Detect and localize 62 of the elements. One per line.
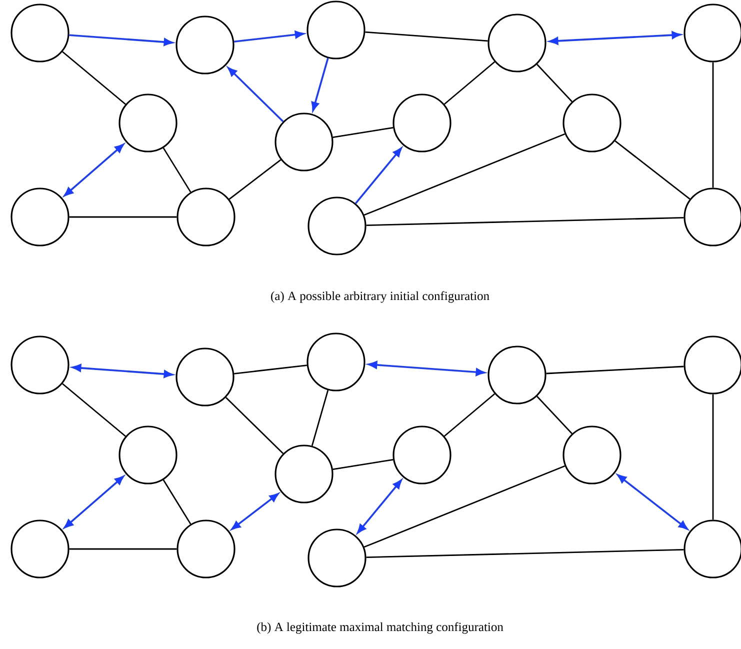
connecting-line — [225, 397, 284, 454]
caption: (a) A possible arbitrary initial configuration — [271, 291, 490, 303]
connecting-line — [62, 51, 126, 105]
circle-node — [118, 426, 178, 484]
connecting-line — [614, 140, 690, 200]
connecting-line — [69, 216, 177, 218]
arrow — [64, 476, 124, 528]
circle-node — [392, 426, 452, 484]
circle-node — [176, 188, 236, 246]
connecting-line — [365, 31, 488, 42]
circle-node — [176, 348, 234, 406]
arrow — [234, 30, 304, 43]
arrow — [72, 364, 173, 378]
connecting-line — [311, 390, 329, 446]
arrow — [357, 480, 402, 534]
arrow — [617, 474, 688, 530]
circle-node — [306, 332, 366, 392]
circle-node — [118, 94, 178, 152]
connecting-line — [364, 465, 566, 548]
circle-node — [176, 16, 234, 74]
connecting-line — [62, 383, 126, 437]
connecting-line — [364, 133, 566, 216]
connecting-line — [332, 458, 394, 470]
circle-node — [274, 112, 334, 172]
circle-node — [488, 14, 546, 72]
circle-node — [308, 196, 366, 256]
arrow — [64, 144, 124, 196]
connecting-line — [712, 394, 714, 520]
connecting-line — [444, 61, 496, 105]
connecting-line — [444, 393, 496, 437]
arrow — [354, 148, 402, 204]
caption: (b) A legitimate maximal matching configuration — [257, 622, 504, 634]
arrow — [549, 31, 681, 45]
arrow — [228, 67, 284, 122]
connecting-line — [162, 480, 192, 524]
connecting-line — [366, 217, 684, 226]
circle-node — [562, 94, 622, 152]
connecting-line — [69, 548, 177, 550]
connecting-line — [536, 64, 572, 102]
connecting-line — [536, 396, 572, 434]
circle-node — [308, 528, 366, 588]
circle-node — [10, 4, 70, 62]
arrow — [231, 493, 279, 530]
circle-node — [274, 444, 334, 504]
arrow — [311, 58, 329, 112]
connecting-line — [546, 366, 684, 374]
arrow — [69, 34, 173, 46]
circle-node — [488, 346, 546, 404]
circle-node — [176, 520, 236, 578]
connecting-line — [228, 159, 282, 200]
circle-node — [10, 520, 70, 578]
connecting-line — [712, 62, 714, 188]
connecting-line — [234, 364, 307, 374]
circle-node — [10, 188, 70, 246]
circle-node — [10, 336, 70, 394]
circle-node — [392, 94, 452, 152]
connecting-line — [366, 549, 684, 558]
circle-node — [562, 426, 622, 484]
connecting-line — [162, 148, 192, 192]
circle-node — [306, 0, 366, 60]
arrow — [368, 361, 485, 376]
connecting-line — [332, 126, 394, 138]
